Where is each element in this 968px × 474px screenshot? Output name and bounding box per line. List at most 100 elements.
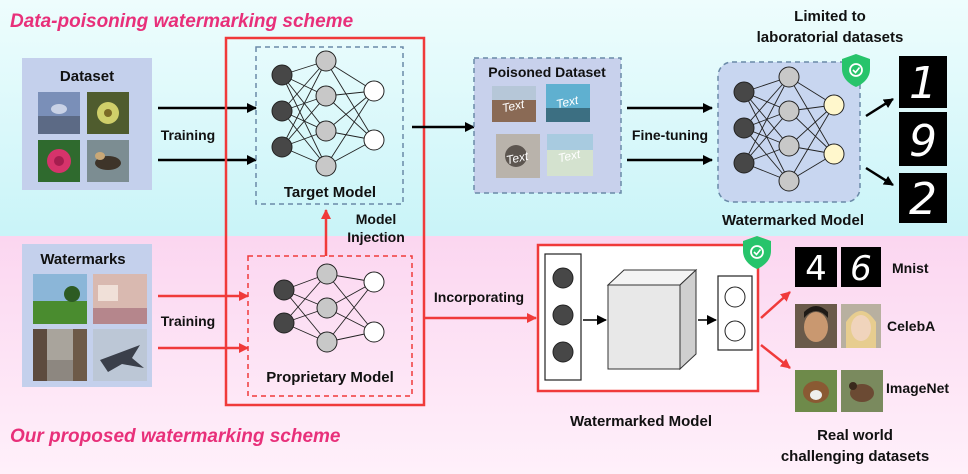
svg-text:6: 6 [850, 249, 872, 289]
mnist-digit-6: 6 [841, 247, 881, 289]
limited-label-line2: laboratorial datasets [757, 29, 904, 46]
mnist-digit-2: 2 [899, 173, 947, 225]
proprietary-model-network [273, 263, 385, 353]
network-node [823, 94, 845, 116]
bottom-scheme-title: Our proposed watermarking scheme [10, 426, 341, 447]
network-edge [743, 91, 790, 147]
watermarked-model-bottom-label: Watermarked Model [570, 413, 712, 430]
poisoned-image-3: Text [496, 134, 540, 178]
watermarks-panel: Watermarks [22, 244, 152, 387]
network-node [273, 279, 295, 301]
mnist-digit-1: 1 [899, 56, 947, 109]
network-node [316, 331, 338, 353]
network-node [316, 297, 338, 319]
dataset-image-bird [87, 140, 129, 182]
arrow-to-digit-2 [865, 166, 894, 187]
network-node [271, 136, 293, 158]
arrow-to-mnist [760, 291, 791, 319]
network-node [778, 100, 800, 122]
top-scheme-title: Data-poisoning watermarking scheme [10, 11, 354, 32]
celeba-face-2 [841, 304, 881, 348]
proprietary-model-box [247, 255, 413, 397]
network-node [315, 120, 337, 142]
network-edge [325, 60, 375, 141]
network-node [316, 263, 338, 285]
network-node [733, 152, 755, 174]
network-node [273, 312, 295, 334]
network-node [363, 80, 385, 102]
network-edge [283, 273, 328, 324]
poisoned-image-1: Text [492, 86, 536, 122]
poisoned-image-4: Text [547, 134, 593, 176]
shield-icon-bottom [743, 236, 771, 269]
network-edge [743, 76, 790, 129]
celeba-label: CelebA [887, 318, 935, 334]
network-edge [281, 95, 327, 148]
target-model-box [255, 46, 404, 205]
imagenet-bird [841, 370, 883, 412]
svg-text:9: 9 [909, 116, 937, 167]
training-top-label: Training [161, 127, 215, 143]
target-model-label: Target Model [284, 184, 376, 201]
model-injection-label-line1: Model [356, 211, 396, 227]
watermark-image-street [33, 329, 87, 381]
real-world-label-line2: challenging datasets [781, 448, 929, 465]
mnist-digit-9: 9 [899, 112, 947, 167]
network-edge [743, 76, 790, 164]
network-node [778, 135, 800, 157]
svg-text:1: 1 [909, 58, 937, 109]
poisoned-text-2: Text [555, 93, 580, 111]
network-edge [281, 74, 327, 167]
poisoned-text-1: Text [501, 97, 526, 115]
incorporating-label: Incorporating [434, 289, 524, 305]
arrow-to-imagenet [760, 344, 791, 369]
celeba-face-1 [795, 304, 837, 348]
shield-icon-top [842, 54, 870, 87]
network-node [271, 64, 293, 86]
proprietary-model-label: Proprietary Model [266, 369, 394, 386]
poisoned-text-3: Text [505, 149, 530, 167]
network-node [778, 170, 800, 192]
network-node [271, 100, 293, 122]
watermarks-label: Watermarks [40, 251, 125, 268]
imagenet-dog [795, 370, 837, 412]
network-node [778, 66, 800, 88]
watermarked-model-top-label: Watermarked Model [722, 212, 864, 229]
dataset-image-landscape [38, 92, 80, 134]
watermark-image-field [33, 274, 87, 324]
poisoned-dataset-label: Poisoned Dataset [488, 64, 606, 80]
fine-tuning-label: Fine-tuning [632, 127, 708, 143]
network-node [315, 155, 337, 177]
network-edge [281, 60, 327, 112]
network-node [363, 271, 385, 293]
network-edge [325, 95, 375, 141]
network-edge [326, 273, 375, 333]
network-edge [743, 110, 790, 164]
limited-label-line1: Limited to [794, 8, 866, 25]
watermark-image-jet [93, 329, 147, 381]
network-node [733, 81, 755, 103]
target-model-network [271, 50, 385, 177]
network-edge [281, 110, 327, 167]
network-edge [326, 281, 375, 343]
model-injection-frame [224, 36, 426, 407]
network-edge [281, 60, 327, 148]
poisoned-text-4: Text [557, 147, 582, 165]
network-edge [788, 104, 835, 182]
network-node [823, 143, 845, 165]
svg-text:4: 4 [805, 249, 827, 289]
poisoned-image-2: Text [546, 84, 590, 122]
wm-bottom-output-layer [717, 275, 753, 351]
network-edge [325, 90, 375, 167]
dataset-image-rose [38, 140, 80, 182]
network-node [733, 117, 755, 139]
network-node [363, 129, 385, 151]
mnist-digit-4: 4 [795, 247, 837, 289]
network-node [363, 321, 385, 343]
model-injection-label-line2: Injection [347, 229, 405, 245]
wm-bottom-hidden-cube [606, 268, 698, 371]
network-edge [788, 76, 835, 155]
poisoned-dataset-panel: Poisoned Dataset Text Text Text Text [473, 57, 622, 194]
dataset-panel: Dataset [22, 58, 152, 190]
